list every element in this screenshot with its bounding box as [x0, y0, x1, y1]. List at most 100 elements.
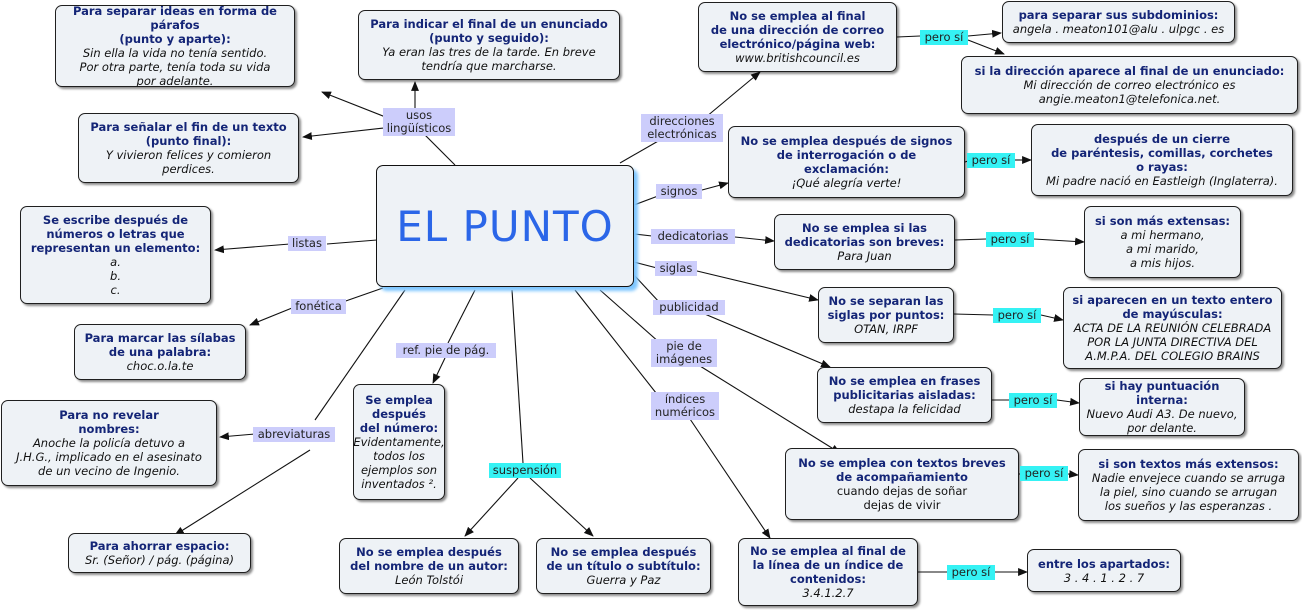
node-siglas: No se separan las siglas por puntos: OTA…: [818, 287, 954, 343]
node-example: www.britishcouncil.es: [735, 51, 860, 65]
node-example: 3 . 4 . 1 . 2 . 7: [1063, 570, 1145, 585]
node-example: a mi hermano, a mi marido, a mis hijos.: [1120, 228, 1205, 270]
node-example: ¡Qué alegría verte!: [791, 176, 902, 190]
connector-line: [633, 261, 658, 269]
connector-line: [249, 307, 293, 326]
node-ahorrar-espacio: Para ahorrar espacio: Sr. (Señor) / pág.…: [68, 533, 251, 573]
node-nombre-autor: No se emplea después del nombre de un au…: [339, 538, 519, 594]
link-label-siglas: siglas: [655, 261, 697, 276]
connector-line: [321, 91, 389, 119]
link-label-abreviaturas: abreviaturas: [253, 427, 335, 442]
connector-line: [214, 243, 291, 254]
node-title: si son textos más extensos:: [1098, 457, 1279, 471]
central-title: EL PUNTO: [396, 201, 614, 251]
node-title: No se emplea si las dedicatorias son bre…: [784, 221, 945, 249]
node-direccion-final: si la dirección aparece al final de un e…: [961, 56, 1298, 114]
node-example: Anoche la policía detuvo a J.H.G., impli…: [16, 436, 202, 478]
node-example: Y vivieron felices y comieron perdices.: [105, 148, 272, 176]
connector-line: [174, 449, 311, 536]
node-title: No se emplea después de un título o subt…: [546, 545, 701, 573]
link-label-pero-si-signos: pero sí: [967, 153, 1015, 168]
connector-line: [1040, 314, 1064, 322]
connector-line: [1067, 470, 1079, 479]
node-no-revelar-nombres: Para no revelar nombres: Anoche la polic…: [1, 400, 217, 486]
node-example: destapa la felicidad: [848, 402, 961, 416]
node-example: Nuevo Audi A3. De nuevo, por delante.: [1086, 407, 1238, 435]
connector-line: [314, 289, 406, 421]
node-title: entre los apartados:: [1038, 556, 1170, 571]
link-label-pero-si-web: pero sí: [920, 30, 968, 45]
node-mas-extensas: si son más extensas: a mi hermano, a mi …: [1084, 206, 1241, 278]
node-title: si hay puntuación interna:: [1104, 379, 1220, 407]
connector-line: [633, 274, 661, 304]
node-title: No se emplea en frases publicitarias ais…: [828, 374, 981, 402]
node-example: choc.o.la.te: [126, 359, 194, 373]
node-textos-extensos: si son textos más extensos: Nadie enveje…: [1078, 449, 1299, 521]
connector-line: [953, 313, 994, 316]
node-example: Guerra y Paz: [586, 573, 661, 587]
link-label-publicidad: publicidad: [653, 300, 725, 315]
connector-line: [302, 127, 385, 140]
node-title: No se separan las siglas por puntos:: [827, 294, 945, 322]
node-title: Para marcar las sílabas de una palabra:: [84, 331, 236, 359]
node-title: si son más extensas:: [1094, 214, 1231, 228]
node-title: Para indicar el final de un enunciado (p…: [370, 17, 608, 45]
connector-line: [574, 289, 661, 399]
node-title: Para no revelar nombres:: [59, 408, 159, 436]
node-title: Para señalar el fin de un texto (punto f…: [90, 120, 287, 148]
connector-line: [432, 357, 446, 384]
link-label-ref-pie: ref. pie de pág.: [396, 343, 496, 358]
link-label-direcciones: direcciones electrónicas: [641, 114, 723, 142]
node-title: Para separar ideas en forma de párafos (…: [73, 5, 277, 46]
node-listas: Se escribe después de números o letras q…: [20, 206, 211, 304]
connector-line: [339, 287, 384, 304]
node-title: Para ahorrar espacio:: [89, 539, 230, 553]
connector-line: [699, 311, 831, 368]
link-label-pie-imagenes: pie de imágenes: [651, 339, 717, 367]
link-label-signos: signos: [656, 184, 702, 199]
node-publicitarias: No se emplea en frases publicitarias ais…: [817, 367, 992, 423]
node-signos-interrogacion: No se emplea después de signos de interr…: [728, 126, 965, 198]
node-title: Se escribe después de números o letras q…: [30, 213, 201, 255]
connector-line: [326, 239, 378, 245]
node-example: angela . meaton101@alu . ulpgc . es: [1012, 22, 1225, 36]
link-label-pero-si-siglas: pero sí: [993, 308, 1041, 323]
link-label-indices: índices numéricos: [651, 392, 719, 420]
link-label-fonetica: fonética: [291, 299, 346, 314]
connector-line: [699, 71, 761, 123]
node-indice-contenidos: No se emplea al final de la línea de un …: [738, 538, 918, 606]
link-label-pero-si-publicidad: pero sí: [1009, 393, 1057, 408]
connector-line: [967, 39, 1005, 55]
node-title: No se emplea con textos breves de acompa…: [798, 456, 1006, 484]
node-fin-texto: Para señalar el fin de un texto (punto f…: [78, 113, 299, 183]
connector-line: [896, 35, 921, 38]
node-direccion-web: No se emplea al final de una dirección d…: [698, 2, 897, 72]
connector-line: [511, 289, 524, 464]
node-example: a. b. c.: [110, 255, 121, 297]
link-label-usos: usos lingüísticos: [383, 108, 455, 136]
link-label-suspension: suspensión: [489, 463, 561, 478]
node-silabas: Para marcar las sílabas de una palabra: …: [74, 324, 246, 380]
link-label-pero-si-acompanamiento: pero sí: [1020, 466, 1068, 481]
node-example: León Tolstói: [394, 573, 464, 587]
node-example: Ya eran las tres de la tarde. En breve t…: [382, 45, 596, 73]
connector-line: [464, 477, 519, 537]
node-example: Mi padre nació en Eastleigh (Inglaterra)…: [1046, 174, 1278, 188]
connector-line: [633, 195, 659, 206]
connector-line: [447, 289, 476, 344]
node-title: si aparecen en un texto entero de mayúsc…: [1072, 293, 1273, 321]
link-label-listas: listas: [288, 236, 326, 251]
node-example: ACTA DE LA REUNIÓN CELEBRADA POR LA JUNT…: [1073, 321, 1272, 363]
node-title: No se emplea después del nombre de un au…: [350, 545, 508, 573]
node-acompanamiento: No se emplea con textos breves de acompa…: [785, 448, 1019, 520]
node-separar-parrafos: Para separar ideas en forma de párafos (…: [55, 5, 295, 87]
connector-line: [219, 432, 256, 441]
node-title: para separar sus subdominios:: [1018, 8, 1219, 22]
link-label-pero-si-indice: pero sí: [947, 565, 995, 580]
node-example: Para Juan: [837, 249, 892, 263]
node-title: Se emplea después del número:: [359, 393, 439, 435]
connector-line: [699, 365, 841, 454]
node-cierre-parentesis: después de un cierre de paréntesis, comi…: [1031, 124, 1293, 196]
connector-line: [1033, 237, 1085, 246]
